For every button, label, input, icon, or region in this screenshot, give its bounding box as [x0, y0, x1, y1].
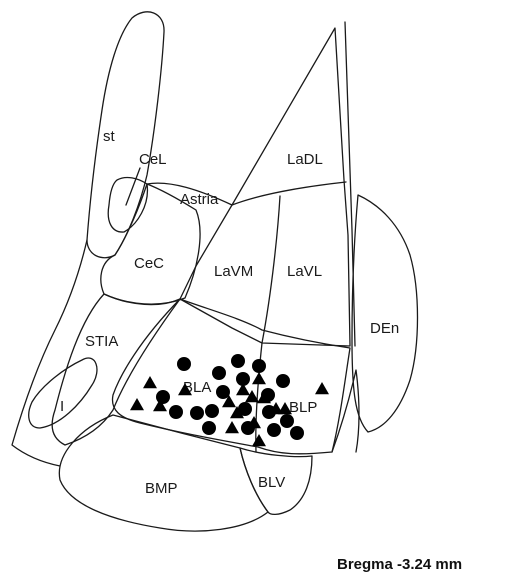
triangle-marker — [143, 376, 157, 388]
label-lavm: LaVM — [214, 263, 253, 280]
circle-marker — [177, 357, 191, 371]
i-region-outline — [29, 358, 97, 428]
st-region-outline — [87, 12, 164, 258]
circle-marker — [202, 421, 216, 435]
circle-marker — [212, 366, 226, 380]
label-astria: Astria — [180, 191, 219, 208]
cel-leader-line — [126, 168, 140, 205]
label-stia: STIA — [85, 333, 118, 350]
label-ladl: LaDL — [287, 151, 323, 168]
triangle-marker — [315, 382, 329, 394]
circle-marker — [156, 390, 170, 404]
lavm-lavl-divider — [262, 196, 280, 343]
ladl-boundary — [232, 182, 346, 205]
circle-marker — [205, 404, 219, 418]
circle-marker — [276, 374, 290, 388]
label-blp: BLP — [289, 399, 317, 416]
label-blv: BLV — [258, 474, 285, 491]
triangle-marker — [225, 421, 239, 433]
label-bmp: BMP — [145, 480, 178, 497]
circle-marker — [231, 354, 245, 368]
den-region-outline — [352, 195, 418, 432]
circle-marker — [267, 423, 281, 437]
label-cel: CeL — [139, 151, 167, 168]
triangle-marker — [236, 383, 250, 395]
triangle-marker — [130, 398, 144, 410]
label-st: st — [103, 128, 116, 145]
left-outer-contour — [12, 240, 87, 466]
circle-marker — [290, 426, 304, 440]
circle-marker — [216, 385, 230, 399]
cel-region-outline — [108, 177, 147, 232]
circle-marker — [169, 405, 183, 419]
blp-lower-extension — [332, 370, 359, 452]
stia-region-outline — [52, 294, 180, 445]
label-den: DEn — [370, 320, 399, 337]
triangle-marker — [252, 434, 266, 446]
lateral-edge-line — [345, 22, 355, 346]
triangle-marker — [252, 372, 266, 384]
circle-marker — [190, 406, 204, 420]
lateral-triangle-outline — [180, 28, 350, 346]
circle-marker — [252, 359, 266, 373]
bregma-caption: Bregma -3.24 mm — [337, 556, 462, 573]
label-lavl: LaVL — [287, 263, 322, 280]
label-cec: CeC — [134, 255, 164, 272]
circle-marker — [280, 414, 294, 428]
label-i: I — [60, 398, 64, 415]
